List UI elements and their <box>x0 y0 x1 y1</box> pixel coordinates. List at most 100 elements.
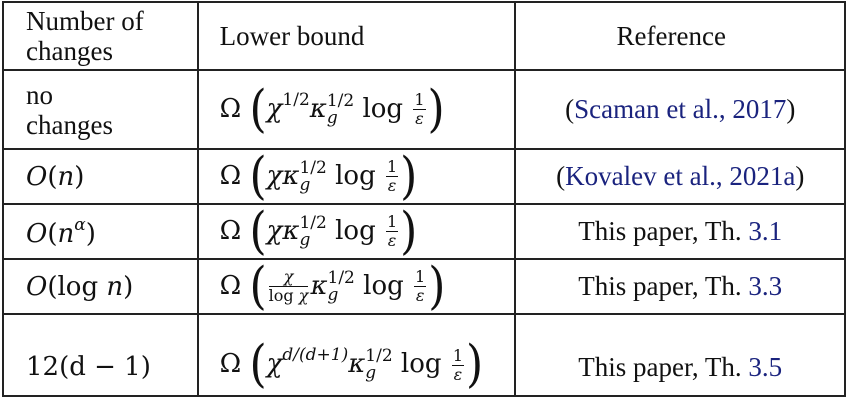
paren: ) <box>123 271 134 302</box>
citation-link[interactable]: Scaman et al., 2017 <box>574 94 787 124</box>
denominator: ε <box>387 231 397 250</box>
ref-paren-close: ) <box>795 161 805 191</box>
paren: ) <box>74 161 85 192</box>
kappa-exponent: 1/2 <box>299 157 327 178</box>
citation-link[interactable]: Kovalev et al., 2021a <box>565 161 796 191</box>
paren: ( <box>47 271 58 302</box>
ref-text: This paper, Th. <box>578 216 749 246</box>
theorem-link[interactable]: 3.3 <box>748 271 783 301</box>
n-var: n <box>57 161 75 192</box>
theorem-link[interactable]: 3.1 <box>748 216 783 246</box>
denominator: ε <box>415 109 424 128</box>
paren: ( <box>47 218 58 249</box>
right-paren: ) <box>466 335 484 394</box>
log-text: log <box>268 286 294 305</box>
kappa-symbol: κ <box>348 349 366 379</box>
chi-exponent: d/(d+1) <box>282 345 349 365</box>
omega-symbol: Ω <box>219 215 242 246</box>
numerator: 1 <box>385 212 399 232</box>
log-text: log <box>362 93 404 124</box>
changes-line1: no <box>26 79 53 110</box>
ref-text: This paper, Th. <box>578 351 749 382</box>
kappa-symbol: κ <box>282 160 300 191</box>
left-paren: ( <box>249 79 267 139</box>
kappa-subscript: g <box>299 174 311 195</box>
denominator: ε <box>415 286 425 305</box>
log-text: log <box>57 271 99 302</box>
numerator: χ <box>268 269 309 287</box>
changes-cell: O(log n) <box>2 258 199 315</box>
left-paren: ( <box>249 256 267 316</box>
changes-cell: 12(d − 1) <box>2 313 199 397</box>
numerator: 1 <box>451 345 464 366</box>
paren: ( <box>47 161 58 192</box>
kappa-subscript: g <box>365 363 377 383</box>
omega-symbol: Ω <box>219 160 242 191</box>
reference-cell: (Scaman et al., 2017) <box>514 69 846 150</box>
big-o: O <box>26 161 48 192</box>
big-o: O <box>26 271 48 302</box>
paren: ) <box>85 218 96 249</box>
kappa-subscript: g <box>327 284 339 305</box>
ref-text: This paper, Th. <box>578 271 749 301</box>
chi-symbol: χ <box>266 215 283 246</box>
n-var: n <box>106 271 124 302</box>
log-text: log <box>335 160 376 191</box>
omega-symbol: Ω <box>219 349 242 379</box>
kappa-symbol: κ <box>310 270 328 301</box>
denominator: ε <box>453 364 463 384</box>
reference-cell: This paper, Th. 3.1 <box>514 203 846 260</box>
omega-symbol: Ω <box>219 270 242 301</box>
kappa-exponent: 1/2 <box>327 267 355 288</box>
n-var: n <box>57 218 75 249</box>
chi-symbol: χ <box>298 286 309 305</box>
theorem-link[interactable]: 3.5 <box>748 351 783 382</box>
chi-symbol: χ <box>266 349 283 379</box>
kappa-symbol: κ <box>282 215 300 246</box>
denominator: log χ <box>269 287 309 304</box>
numerator: 1 <box>414 267 427 287</box>
omega-symbol: Ω <box>219 93 242 124</box>
log-text: log <box>363 270 404 301</box>
reference-cell: (Kovalev et al., 2021a) <box>514 148 846 205</box>
header-text-line2: changes <box>26 36 113 66</box>
kappa-subscript: g <box>299 229 311 250</box>
denominator: ε <box>387 176 397 195</box>
changes-line2: changes <box>26 109 113 140</box>
kappa-symbol: κ <box>309 93 327 124</box>
kappa-exponent: 1/2 <box>299 212 327 233</box>
kappa-exponent: 1/2 <box>365 346 393 366</box>
right-paren: ) <box>427 79 445 139</box>
alpha-exponent: α <box>74 214 86 235</box>
changes-cell: O(n) <box>2 148 199 205</box>
header-reference: Reference <box>514 1 846 71</box>
header-lower-bound: Lower bound <box>196 1 517 71</box>
big-o: O <box>26 218 48 249</box>
header-text-line1: Number of <box>26 6 144 36</box>
log-text: log <box>400 349 442 379</box>
left-paren: ( <box>249 146 267 206</box>
right-paren: ) <box>428 256 446 316</box>
numerator: 1 <box>413 90 426 110</box>
ref-paren-open: ( <box>556 161 566 191</box>
chi-symbol: χ <box>266 93 283 124</box>
changes-cell: no changes <box>2 69 199 150</box>
